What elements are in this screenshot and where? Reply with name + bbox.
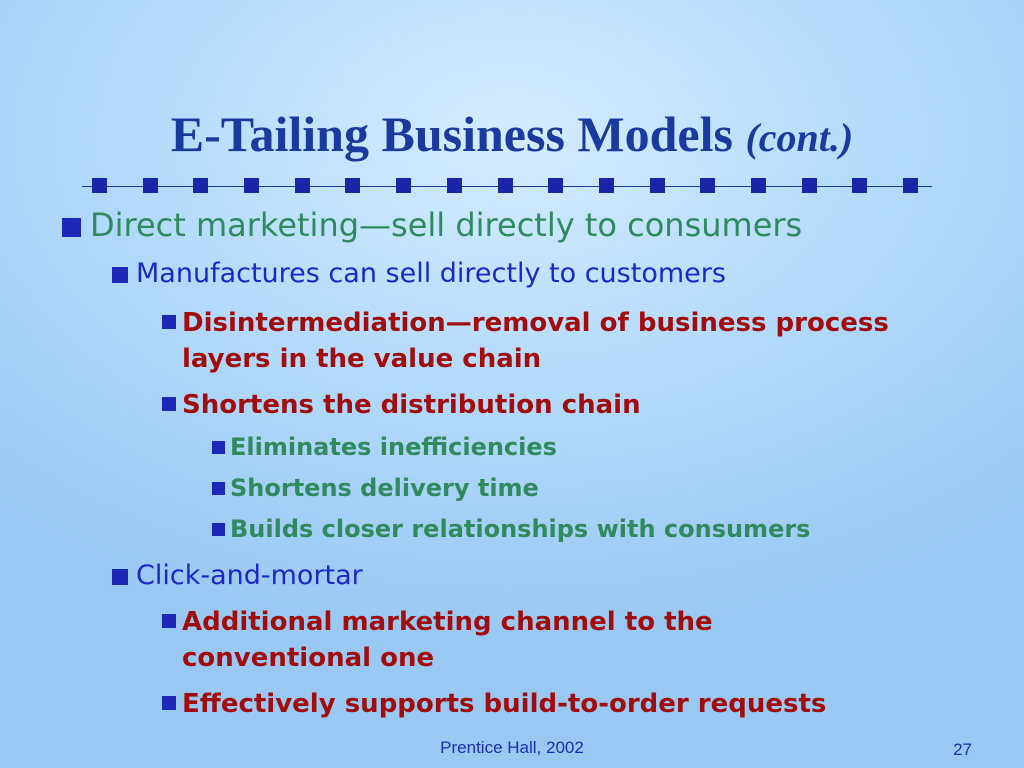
bullet-eliminates-inefficiencies: Eliminates inefficiencies bbox=[212, 431, 557, 463]
square-bullet-icon bbox=[112, 267, 128, 283]
square-bullet-icon bbox=[112, 569, 128, 585]
rule-square-icon bbox=[446, 178, 462, 193]
rule-square-icon bbox=[750, 178, 766, 193]
title-rule-squares bbox=[92, 178, 918, 193]
bullet-text: Direct marketing—sell directly to consum… bbox=[90, 206, 803, 244]
square-bullet-icon bbox=[62, 218, 81, 237]
rule-square-icon bbox=[92, 178, 107, 193]
bullet-shortens-delivery: Shortens delivery time bbox=[212, 472, 539, 504]
rule-square-icon bbox=[244, 178, 260, 193]
bullet-manufactures: Manufactures can sell directly to custom… bbox=[112, 256, 726, 292]
bullet-additional-channel: Additional marketing channel to the conv… bbox=[162, 604, 902, 676]
bullet-text: Additional marketing channel to the conv… bbox=[182, 607, 713, 673]
bullet-direct-marketing: Direct marketing—sell directly to consum… bbox=[62, 205, 802, 245]
rule-square-icon bbox=[598, 178, 614, 193]
bullet-click-and-mortar: Click-and-mortar bbox=[112, 558, 363, 594]
square-bullet-icon bbox=[212, 441, 225, 454]
rule-square-icon bbox=[548, 178, 564, 193]
bullet-build-to-order: Effectively supports build-to-order requ… bbox=[162, 686, 902, 722]
slide-title-main: E-Tailing Business Models bbox=[170, 106, 733, 162]
rule-square-icon bbox=[396, 178, 412, 193]
bullet-text: Click-and-mortar bbox=[136, 560, 363, 591]
rule-square-icon bbox=[903, 178, 918, 193]
square-bullet-icon bbox=[162, 315, 176, 329]
bullet-text: Effectively supports build-to-order requ… bbox=[182, 689, 827, 719]
bullet-text: Disintermediation—removal of business pr… bbox=[182, 308, 889, 374]
bullet-text: Manufactures can sell directly to custom… bbox=[136, 258, 726, 289]
bullet-text: Eliminates inefficiencies bbox=[230, 433, 557, 461]
bullet-shortens-distribution: Shortens the distribution chain bbox=[162, 387, 902, 423]
square-bullet-icon bbox=[162, 614, 176, 628]
bullet-text: Builds closer relationships with consume… bbox=[230, 515, 811, 543]
bullet-text: Shortens the distribution chain bbox=[182, 390, 641, 420]
slide-title: E-Tailing Business Models (cont.) bbox=[0, 104, 1024, 168]
square-bullet-icon bbox=[212, 482, 225, 495]
rule-square-icon bbox=[649, 178, 665, 193]
rule-square-icon bbox=[852, 178, 868, 193]
bullet-builds-relationships: Builds closer relationships with consume… bbox=[212, 513, 810, 545]
rule-square-icon bbox=[142, 178, 158, 193]
rule-square-icon bbox=[345, 178, 361, 193]
slide-footer: Prentice Hall, 2002 bbox=[440, 738, 584, 757]
rule-square-icon bbox=[700, 178, 716, 193]
page-number: 27 bbox=[953, 740, 972, 759]
square-bullet-icon bbox=[212, 523, 225, 536]
rule-square-icon bbox=[294, 178, 310, 193]
bullet-disintermediation: Disintermediation—removal of business pr… bbox=[162, 305, 902, 377]
square-bullet-icon bbox=[162, 696, 176, 710]
bullet-text: Shortens delivery time bbox=[230, 474, 539, 502]
rule-square-icon bbox=[193, 178, 209, 193]
rule-square-icon bbox=[497, 178, 513, 193]
rule-square-icon bbox=[801, 178, 817, 193]
square-bullet-icon bbox=[162, 397, 176, 411]
slide-title-suffix: (cont.) bbox=[745, 115, 854, 160]
